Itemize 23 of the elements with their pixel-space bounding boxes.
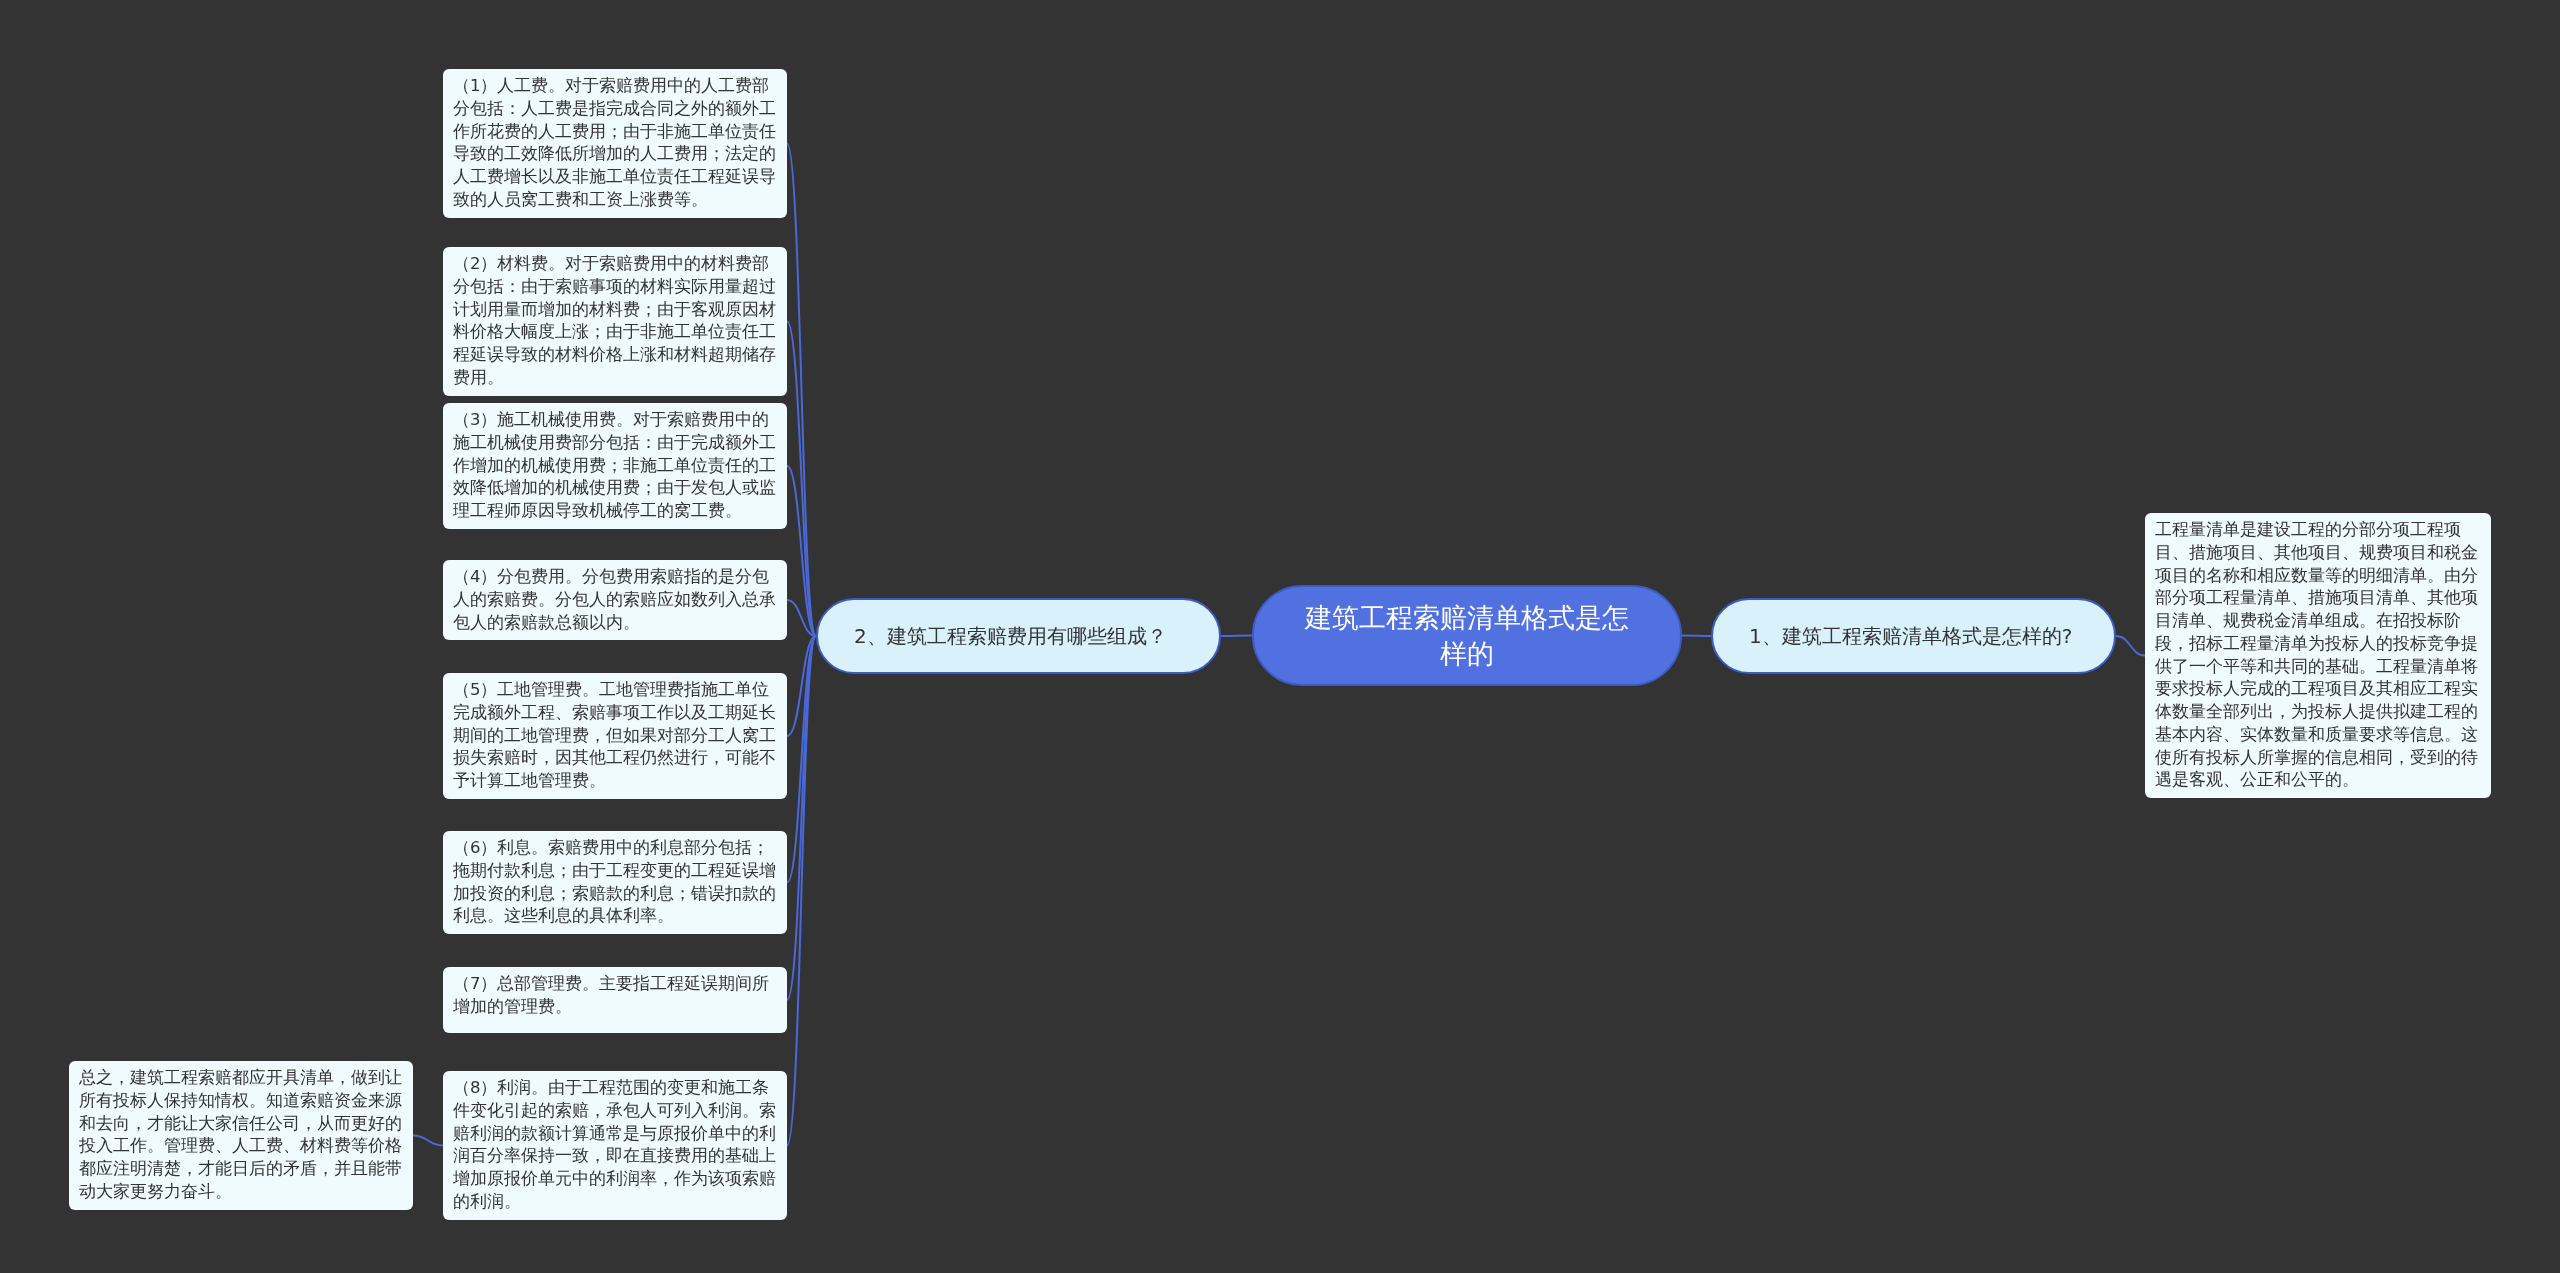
connector-line [786,465,817,637]
connector-line [786,635,817,1147]
topic-box: 2、建筑工程索赔费用有哪些组成？ [816,598,1221,674]
connector-line [786,320,817,637]
topic-box: 1、建筑工程索赔清单格式是怎样的? [1711,598,2116,674]
connector-line [786,599,817,637]
connector-line [1681,634,1712,637]
text-box: 工程量清单是建设工程的分部分项工程项目、措施项目、其他项目、规费项目和税金项目的名称和相应数量等的明细清单。由分部分项工程量清单、措施项目清单、其他项目清单、规费税金清单组成。在招投标阶段，招标工程量清单为投标人的投标竞争提供了一个平等和共同的基础。工程量清单将要求投标人完成的工程项目及其相应工程实体数量全部列出，为投标人提供拟建工程的基本内容、实体数量和质量要求等信息。这使所有投标人所掌握的信息相同，受到的待遇是客观、公正和公平的。 [2145,513,2491,799]
text-box: （7）总部管理费。主要指工程延误期间所增加的管理费。 [443,967,787,1033]
text-box: （6）利息。索赔费用中的利息部分包括；拖期付款利息；由于工程变更的工程延误增加投资的利息；索赔款的利息；错误扣款的利息。这些利息的具体利率。 [443,831,787,935]
connector-line [2115,635,2146,657]
text-box: （4）分包费用。分包费用索赔指的是分包人的索赔费。分包人的索赔应如数列入总承包人的索赔款总额以内。 [443,560,787,641]
central-topic: 建筑工程索赔清单格式是怎样的 [1252,585,1682,686]
connector-line [786,635,817,737]
connector-line [412,1134,444,1147]
connector-line [1220,634,1253,637]
connector-line [786,635,817,884]
text-box: （2）材料费。对于索赔费用中的材料费部分包括：由于索赔事项的材料实际用量超过计划用量而增加的材料费；由于客观原因材料价格大幅度上涨；由于非施工单位责任工程延误导致的材料价格上涨和材料超期储存费用。 [443,247,787,396]
text-box: 总之，建筑工程索赔都应开具清单，做到让所有投标人保持知情权。知道索赔资金来源和去向，才能让大家信任公司，从而更好的投入工作。管理费、人工费、材料费等价格都应注明清楚，才能日后的矛盾，并且能带动大家更努力奋斗。 [69,1061,413,1210]
text-box: （3）施工机械使用费。对于索赔费用中的施工机械使用费部分包括：由于完成额外工作增加的机械使用费；非施工单位责任的工效降低增加的机械使用费；由于发包人或监理工程师原因导致机械停工的窝工费。 [443,403,787,529]
text-box: （5）工地管理费。工地管理费指施工单位完成额外工程、索赔事项工作以及工期延长期间的工地管理费，但如果对部分工人窝工损失索赔时，因其他工程仍然进行，可能不予计算工地管理费。 [443,673,787,799]
text-box: （8）利润。由于工程范围的变更和施工条件变化引起的索赔，承包人可列入利润。索赔利润的款额计算通常是与原报价单中的利润百分率保持一致，即在直接费用的基础上增加原报价单元中的利润率，作为该项索赔的利润。 [443,1071,787,1220]
text-box: （1）人工费。对于索赔费用中的人工费部分包括：人工费是指完成合同之外的额外工作所花费的人工费用；由于非施工单位责任导致的工效降低所增加的人工费用；法定的人工费增长以及非施工单位责任工程延误导致的人员窝工费和工资上涨费等。 [443,69,787,218]
